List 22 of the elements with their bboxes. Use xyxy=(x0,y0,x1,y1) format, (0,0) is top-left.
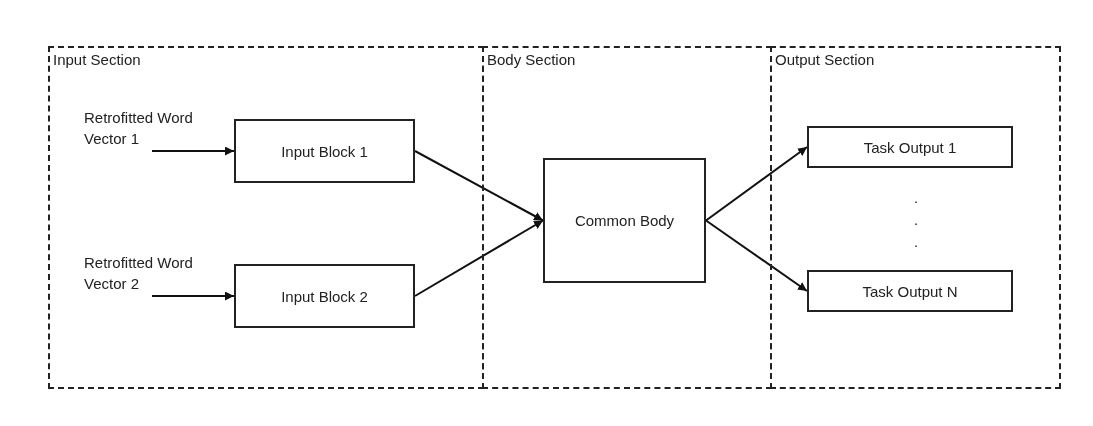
input-label: Retrofitted Word Vector 2 xyxy=(84,252,234,296)
arrow xyxy=(151,291,235,301)
ellipsis-dot: . xyxy=(914,190,919,205)
arrow xyxy=(705,219,808,292)
arrow xyxy=(414,219,544,297)
process-box: Task Output 1 xyxy=(807,126,1013,168)
ellipsis-dot: . xyxy=(914,212,919,227)
arrow xyxy=(705,146,808,222)
arrow xyxy=(151,146,235,156)
input-label: Retrofitted Word Vector 1 xyxy=(84,107,234,151)
process-box: Input Block 1 xyxy=(234,119,415,183)
dashed-section-region xyxy=(48,46,484,389)
arrow xyxy=(414,150,544,222)
section-heading: Output Section xyxy=(775,51,875,68)
process-box: Input Block 2 xyxy=(234,264,415,328)
dashed-section-region xyxy=(482,46,772,389)
section-heading: Input Section xyxy=(53,51,141,68)
section-heading: Body Section xyxy=(487,51,576,68)
dashed-section-region xyxy=(770,46,1061,389)
process-box: Task Output N xyxy=(807,270,1013,312)
ellipsis-dot: . xyxy=(914,234,919,249)
process-box: Common Body xyxy=(543,158,706,283)
